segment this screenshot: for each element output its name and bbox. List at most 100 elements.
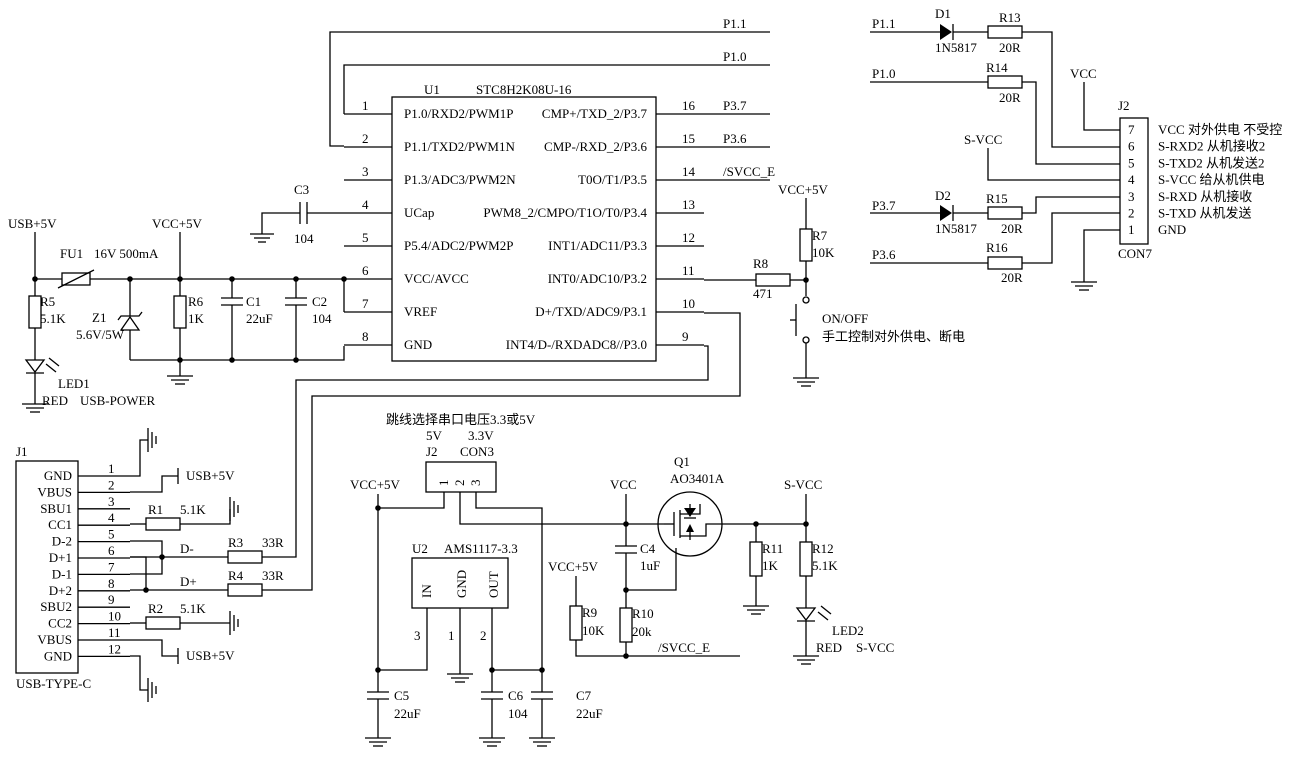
j1-pin-number: 1 [108,461,115,476]
r9-ref: R9 [582,605,597,620]
net-svcc-e-bottom: /SVCC_E [658,640,710,655]
r15-val: 20R [1001,221,1023,236]
c6-val: 104 [508,706,528,721]
j1-part: USB-TYPE-C [16,676,91,691]
r7-ref: R7 [812,228,828,243]
z1-ref: Z1 [92,310,106,325]
r14-val: 20R [999,90,1021,105]
led2-net: S-VCC [856,640,894,655]
u1-pin-name: T0O/T1/P3.5 [578,172,647,187]
j1-pin-number: 2 [108,477,115,492]
c1-val: 22uF [246,311,273,326]
j2-out-pin-number: 5 [1128,155,1135,170]
net-p10-label: P1.0 [723,49,746,64]
power-rail: USB+5V VCC+5V [8,216,347,312]
u1-right-pins: 16CMP+/TXD_2/P3.715CMP-/RXD_2/P3.614T0O/… [483,98,704,352]
r12-ref: R12 [812,541,834,556]
c1-ref: C1 [246,294,261,309]
u2-pin-in: IN [419,584,434,598]
j2-out-pin-desc: S-VCC 给从机供电 [1158,172,1265,187]
j1-pin-name: SBU1 [40,501,72,516]
j1-pin-name: D-2 [52,534,72,549]
net-p11-right: P1.1 [872,16,895,31]
r5-val: 5.1K [40,311,66,326]
j2-out-pin-desc: VCC 对外供电 不受控 [1158,122,1282,137]
j2-out-pin-desc: GND [1158,222,1186,237]
d-minus-label: D- [180,541,194,556]
r3-ref: R3 [228,535,243,550]
u1-pin-name: P1.3/ADC3/PWM2N [404,172,516,187]
c5-ref: C5 [394,688,409,703]
r6-c1-c2: R6 1K C1 22uF C2 104 [130,279,345,385]
c3-ref: C3 [294,182,309,197]
u1-pin-name: P5.4/ADC2/PWM2P [404,238,513,253]
jumper-part: CON3 [460,444,494,459]
u2-n1: 1 [448,628,455,643]
j1-pin-number: 8 [108,576,115,591]
j2-out-pin-number: 6 [1128,139,1135,154]
vcc5v-label-r7: VCC+5V [778,182,829,197]
z1-zener: Z1 5.6V/5W [76,279,143,360]
j2-out-pin-desc: S-RXD 从机接收 [1158,189,1252,204]
vcc5v-label-r9: VCC+5V [548,559,599,574]
j2-out-part: CON7 [1118,246,1152,261]
j1-pin-name: GND [44,648,72,663]
u1-left-pins: 1P1.0/RXD2/PWM1P2P1.1/TXD2/PWM1N3P1.3/AD… [344,98,516,352]
u1-pin-name: INT4/D-/RXDADC8//P3.0 [506,337,647,352]
c7-val: 22uF [576,706,603,721]
r2-val: 5.1K [180,601,206,616]
j2-out-pin-desc: S-TXD2 从机发送2 [1158,155,1265,170]
u1-pin-name: P1.0/RXD2/PWM1P [404,106,513,121]
led1-ref: LED1 [58,376,90,391]
u1-pin-number: 15 [682,131,695,146]
jumper-pin-number: 2 [452,480,467,487]
r10-val: 20k [632,624,652,639]
c6-ref: C6 [508,688,524,703]
d1-ref: D1 [935,6,951,21]
u1-body [391,96,657,362]
u1-pin-name: VREF [404,304,437,319]
net-p11-top: P1.1 [329,16,770,147]
u1-ref: U1 [424,82,440,97]
fu1-val: 16V 500mA [94,246,159,261]
u1-pin-number: 9 [682,329,689,344]
u1-pin-name: CMP+/TXD_2/P3.7 [542,106,648,121]
r13-val: 20R [999,40,1021,55]
r7-val: 10K [812,245,835,260]
switch-circuit: VCC+5V R7 10K R8 471 ON/OFF 手工控制对外供电、断电 [704,182,965,387]
jumper-5v: 5V [426,428,443,443]
j1-pin-name: GND [44,468,72,483]
u2-body [411,557,509,609]
j1-pin-number: 7 [108,559,115,574]
r12-val: 5.1K [812,558,838,573]
r6-ref: R6 [188,294,204,309]
usb5v-label-j1-bottom: USB+5V [186,648,235,663]
r5-ref: R5 [40,294,55,309]
d1-val: 1N5817 [935,40,977,55]
u1-pin-name: P1.1/TXD2/PWM1N [404,139,515,154]
vcc-label-j2: VCC [1070,66,1097,81]
c5-val: 22uF [394,706,421,721]
net-p37-u1: P3.7 [723,98,747,113]
r6-val: 1K [188,311,205,326]
jumper-pin-number: 3 [468,480,483,487]
r16-ref: R16 [986,240,1008,255]
d2-val: 1N5817 [935,221,977,236]
led1-val: RED [42,393,68,408]
net-p37-right: P3.7 [872,198,896,213]
fu1-ref: FU1 [60,246,83,261]
u1-pin-name: PWM8_2/CMPO/T1O/T0/P3.4 [483,205,647,220]
u1-pin-number: 10 [682,296,695,311]
r5-led1: R5 5.1K LED1 RED USB-POWER [22,279,155,413]
q1-section: VCC C4 1uF Q1 AO3401A VCC+5V R9 10K [548,454,894,665]
u1-pin-name: INT0/ADC10/P3.2 [548,271,647,286]
vcc-label-q1: VCC [610,477,637,492]
u1-pin-number: 16 [682,98,696,113]
net-p11-label: P1.1 [723,16,746,31]
u1-pin-number: 7 [362,296,369,311]
u1-pin-number: 4 [362,197,369,212]
z1-val: 5.6V/5W [76,327,125,342]
j2-out-pin-desc: S-RXD2 从机接收2 [1158,139,1265,154]
